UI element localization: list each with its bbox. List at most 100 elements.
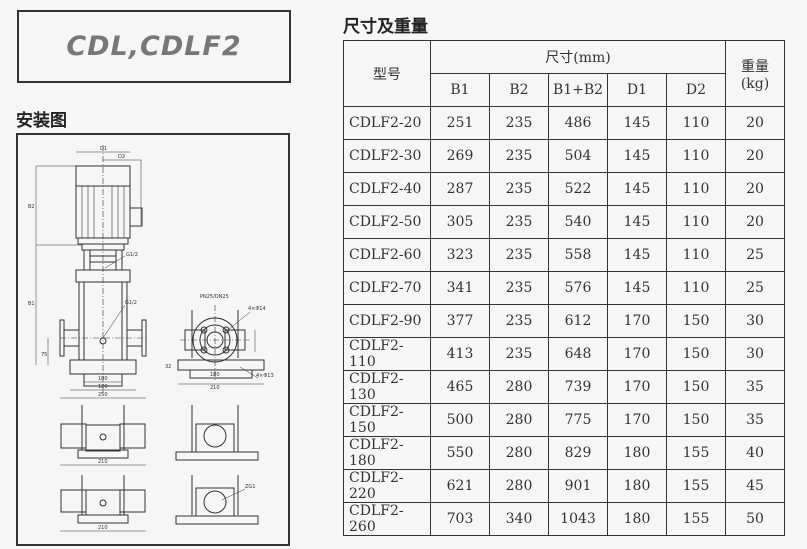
model-cell: CDLF2-130 [343,370,431,404]
value-cell: 180 [607,502,667,536]
value-cell: 25 [725,238,785,272]
value-cell: 145 [607,172,667,206]
variant-view-4: ZG1 [175,475,259,525]
value-cell: 235 [489,337,549,371]
drawing-frame [16,133,290,546]
table-heading: 尺寸及重量 [343,17,428,37]
label-w100: 100 [98,376,108,382]
model-cell: CDLF2-40 [343,172,431,206]
value-cell: 703 [430,502,490,536]
value-cell: 110 [666,106,726,140]
label-w210: 210 [210,385,220,391]
value-cell: 504 [548,139,608,173]
label-w210b: 210 [98,459,108,465]
label-g12: G1/2 [125,300,137,306]
model-cell: CDLF2-110 [343,337,431,371]
value-cell: 30 [725,337,785,371]
value-cell: 829 [548,436,608,470]
pump-elevation-view: D1 D2 B2 B1 G1/2 G1/2 75 100 180 250 [28,145,147,399]
header-d1: D1 [607,73,667,107]
label-holes14: 4×Φ14 [248,306,266,312]
model-cell: CDLF2-70 [343,271,431,305]
value-cell: 20 [725,139,785,173]
header-weight-unit: (kg) [740,75,770,92]
header-b1-b2: B1+B2 [548,73,608,107]
value-cell: 269 [430,139,490,173]
label-b2: B2 [28,204,35,210]
value-cell: 155 [666,469,726,503]
value-cell: 35 [725,370,785,404]
header-d2: D2 [666,73,726,107]
label-b1: B1 [28,301,35,307]
value-cell: 180 [607,469,667,503]
value-cell: 621 [430,469,490,503]
label-h75: 75 [41,352,47,358]
value-cell: 377 [430,304,490,338]
value-cell: 145 [607,205,667,239]
value-cell: 150 [666,337,726,371]
value-cell: 323 [430,238,490,272]
label-w180: 180 [98,384,108,390]
value-cell: 1043 [548,502,608,536]
value-cell: 235 [489,172,549,206]
value-cell: 145 [607,238,667,272]
value-cell: 170 [607,304,667,338]
header-b2: B2 [489,73,549,107]
value-cell: 50 [725,502,785,536]
product-title: CDL,CDLF2 [66,31,242,62]
value-cell: 280 [489,469,549,503]
header-b1: B1 [430,73,490,107]
product-title-box: CDL,CDLF2 [17,10,291,83]
model-cell: CDLF2-220 [343,469,431,503]
value-cell: 235 [489,205,549,239]
value-cell: 30 [725,304,785,338]
value-cell: 550 [430,436,490,470]
value-cell: 155 [666,502,726,536]
label-w210c: 210 [98,525,108,531]
value-cell: 170 [607,370,667,404]
label-flange: PN25/DN25 [200,294,229,300]
label-w180b: 180 [210,372,220,378]
header-weight: 重量 (kg) [725,40,785,107]
model-cell: CDLF2-150 [343,403,431,437]
header-model: 型号 [343,40,431,107]
value-cell: 540 [548,205,608,239]
model-cell: CDLF2-20 [343,106,431,140]
value-cell: 45 [725,469,785,503]
value-cell: 280 [489,403,549,437]
value-cell: 235 [489,304,549,338]
value-cell: 170 [607,403,667,437]
value-cell: 110 [666,238,726,272]
value-cell: 20 [725,106,785,140]
value-cell: 465 [430,370,490,404]
value-cell: 280 [489,436,549,470]
value-cell: 110 [666,205,726,239]
value-cell: 150 [666,304,726,338]
value-cell: 576 [548,271,608,305]
value-cell: 20 [725,172,785,206]
variant-view-3: 210 [60,475,146,532]
value-cell: 648 [548,337,608,371]
label-d1: D1 [100,146,107,152]
value-cell: 235 [489,238,549,272]
value-cell: 145 [607,139,667,173]
value-cell: 413 [430,337,490,371]
value-cell: 486 [548,106,608,140]
value-cell: 150 [666,370,726,404]
model-cell: CDLF2-50 [343,205,431,239]
model-cell: CDLF2-260 [343,502,431,536]
value-cell: 522 [548,172,608,206]
value-cell: 558 [548,238,608,272]
model-cell: CDLF2-30 [343,139,431,173]
value-cell: 145 [607,106,667,140]
label-holes13: 4×Φ13 [256,373,274,379]
